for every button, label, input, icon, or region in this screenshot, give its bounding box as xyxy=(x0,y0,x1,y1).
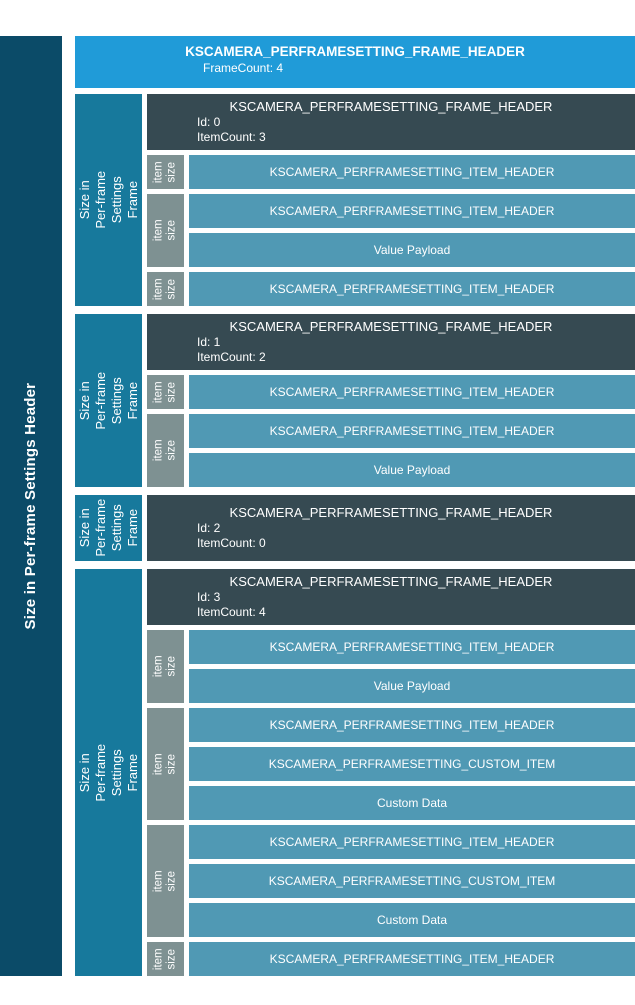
item-size-rail: item size xyxy=(147,272,184,306)
frame-id: Id: 2 xyxy=(197,521,221,535)
item-row-custom-item: KSCAMERA_PERFRAMESETTING_CUSTOM_ITEM xyxy=(189,747,635,781)
frame-body: KSCAMERA_PERFRAMESETTING_FRAME_HEADER Id:… xyxy=(147,569,635,976)
item-size-rail: item size xyxy=(147,414,184,487)
item-row-custom-item: KSCAMERA_PERFRAMESETTING_CUSTOM_ITEM xyxy=(189,864,635,898)
item-size-label: item size xyxy=(152,948,178,970)
frame-item-count: ItemCount: 4 xyxy=(197,605,266,619)
frame-id: Id: 3 xyxy=(197,590,221,604)
item-rows: KSCAMERA_PERFRAMESETTING_ITEM_HEADER xyxy=(189,942,635,976)
item-row-value-payload: Value Payload xyxy=(189,453,635,487)
settings-header-size-rail: Size in Per-frame Settings Header xyxy=(0,36,62,976)
item-size-rail: item size xyxy=(147,630,184,703)
item-rows: KSCAMERA_PERFRAMESETTING_ITEM_HEADER xyxy=(189,155,635,189)
item-size-label: item size xyxy=(152,870,178,892)
item-rows: KSCAMERA_PERFRAMESETTING_ITEM_HEADER xyxy=(189,375,635,409)
frame-item-count: ItemCount: 3 xyxy=(197,130,266,144)
item-row-custom-data: Custom Data xyxy=(189,903,635,937)
item-row-item-header: KSCAMERA_PERFRAMESETTING_ITEM_HEADER xyxy=(189,194,635,228)
item-row-custom-data: Custom Data xyxy=(189,786,635,820)
item-size-label: item size xyxy=(152,655,178,678)
item-row-item-header: KSCAMERA_PERFRAMESETTING_ITEM_HEADER xyxy=(189,825,635,859)
frame-header: KSCAMERA_PERFRAMESETTING_FRAME_HEADER Id:… xyxy=(147,94,635,150)
frame-size-label: Size in Per-frame Settings Frame xyxy=(76,171,140,229)
frame-body: KSCAMERA_PERFRAMESETTING_FRAME_HEADER Id:… xyxy=(147,495,635,561)
frame-size-rail: Size in Per-frame Settings Frame xyxy=(75,94,142,306)
item-group: item size KSCAMERA_PERFRAMESETTING_ITEM_H… xyxy=(147,272,635,306)
item-row-item-header: KSCAMERA_PERFRAMESETTING_ITEM_HEADER xyxy=(189,272,635,306)
item-size-rail: item size xyxy=(147,825,184,937)
item-size-label: item size xyxy=(152,161,178,183)
item-rows: KSCAMERA_PERFRAMESETTING_ITEM_HEADER KSCA… xyxy=(189,825,635,937)
frame-size-label: Size in Per-frame Settings Frame xyxy=(76,371,140,430)
item-row-item-header: KSCAMERA_PERFRAMESETTING_ITEM_HEADER xyxy=(189,708,635,742)
item-size-label: item size xyxy=(152,219,178,242)
frame-header-title: KSCAMERA_PERFRAMESETTING_FRAME_HEADER xyxy=(229,505,553,520)
frame-body: KSCAMERA_PERFRAMESETTING_FRAME_HEADER Id:… xyxy=(147,94,635,306)
frame-id: Id: 1 xyxy=(197,335,221,349)
item-rows: KSCAMERA_PERFRAMESETTING_ITEM_HEADER xyxy=(189,272,635,306)
frame-size-label: Size in Per-frame Settings Frame xyxy=(76,499,140,557)
item-group: item size KSCAMERA_PERFRAMESETTING_ITEM_H… xyxy=(147,630,635,703)
frame-size-rail: Size in Per-frame Settings Frame xyxy=(75,569,142,976)
item-rows: KSCAMERA_PERFRAMESETTING_ITEM_HEADER Valu… xyxy=(189,630,635,703)
item-group: item size KSCAMERA_PERFRAMESETTING_ITEM_H… xyxy=(147,375,635,409)
item-rows: KSCAMERA_PERFRAMESETTING_ITEM_HEADER KSCA… xyxy=(189,708,635,820)
item-size-label: item size xyxy=(152,381,178,403)
item-row-item-header: KSCAMERA_PERFRAMESETTING_ITEM_HEADER xyxy=(189,414,635,448)
frame-item-count: ItemCount: 2 xyxy=(197,350,266,364)
frame-body: KSCAMERA_PERFRAMESETTING_FRAME_HEADER Id:… xyxy=(147,314,635,487)
item-size-rail: item size xyxy=(147,194,184,267)
item-row-value-payload: Value Payload xyxy=(189,669,635,703)
frame-count-header-title: KSCAMERA_PERFRAMESETTING_FRAME_HEADER xyxy=(185,44,525,59)
item-size-rail: item size xyxy=(147,375,184,409)
item-row-item-header: KSCAMERA_PERFRAMESETTING_ITEM_HEADER xyxy=(189,630,635,664)
item-group: item size KSCAMERA_PERFRAMESETTING_ITEM_H… xyxy=(147,942,635,976)
frame-count-header: KSCAMERA_PERFRAMESETTING_FRAME_HEADER Fr… xyxy=(75,36,635,88)
frame-id: Id: 0 xyxy=(197,115,221,129)
item-size-label: item size xyxy=(152,278,178,300)
frame-count-value: FrameCount: 4 xyxy=(203,61,284,75)
item-rows: KSCAMERA_PERFRAMESETTING_ITEM_HEADER Valu… xyxy=(189,194,635,267)
frame-header: KSCAMERA_PERFRAMESETTING_FRAME_HEADER Id:… xyxy=(147,569,635,625)
item-group: item size KSCAMERA_PERFRAMESETTING_ITEM_H… xyxy=(147,155,635,189)
item-row-item-header: KSCAMERA_PERFRAMESETTING_ITEM_HEADER xyxy=(189,155,635,189)
frame-size-rail: Size in Per-frame Settings Frame xyxy=(75,314,142,487)
frame-size-rail: Size in Per-frame Settings Frame xyxy=(75,495,142,561)
frame-header: KSCAMERA_PERFRAMESETTING_FRAME_HEADER Id:… xyxy=(147,314,635,370)
frame-header-title: KSCAMERA_PERFRAMESETTING_FRAME_HEADER xyxy=(229,99,553,114)
item-group: item size KSCAMERA_PERFRAMESETTING_ITEM_H… xyxy=(147,825,635,937)
item-size-rail: item size xyxy=(147,708,184,820)
item-row-value-payload: Value Payload xyxy=(189,233,635,267)
frame-item-count: ItemCount: 0 xyxy=(197,536,266,550)
item-size-label: item size xyxy=(152,753,178,775)
item-group: item size KSCAMERA_PERFRAMESETTING_ITEM_H… xyxy=(147,708,635,820)
frame-header: KSCAMERA_PERFRAMESETTING_FRAME_HEADER Id:… xyxy=(147,495,635,561)
item-row-item-header: KSCAMERA_PERFRAMESETTING_ITEM_HEADER xyxy=(189,942,635,976)
item-group: item size KSCAMERA_PERFRAMESETTING_ITEM_H… xyxy=(147,414,635,487)
frame-header-title: KSCAMERA_PERFRAMESETTING_FRAME_HEADER xyxy=(229,319,553,334)
diagram-main: KSCAMERA_PERFRAMESETTING_FRAME_HEADER Fr… xyxy=(75,36,635,976)
item-group: item size KSCAMERA_PERFRAMESETTING_ITEM_H… xyxy=(147,194,635,267)
item-size-label: item size xyxy=(152,439,178,462)
item-rows: KSCAMERA_PERFRAMESETTING_ITEM_HEADER Valu… xyxy=(189,414,635,487)
frame-header-title: KSCAMERA_PERFRAMESETTING_FRAME_HEADER xyxy=(229,574,553,589)
item-size-rail: item size xyxy=(147,155,184,189)
settings-header-size-label: Size in Per-frame Settings Header xyxy=(21,382,39,630)
frame-size-label: Size in Per-frame Settings Frame xyxy=(76,743,140,802)
item-size-rail: item size xyxy=(147,942,184,976)
item-row-item-header: KSCAMERA_PERFRAMESETTING_ITEM_HEADER xyxy=(189,375,635,409)
